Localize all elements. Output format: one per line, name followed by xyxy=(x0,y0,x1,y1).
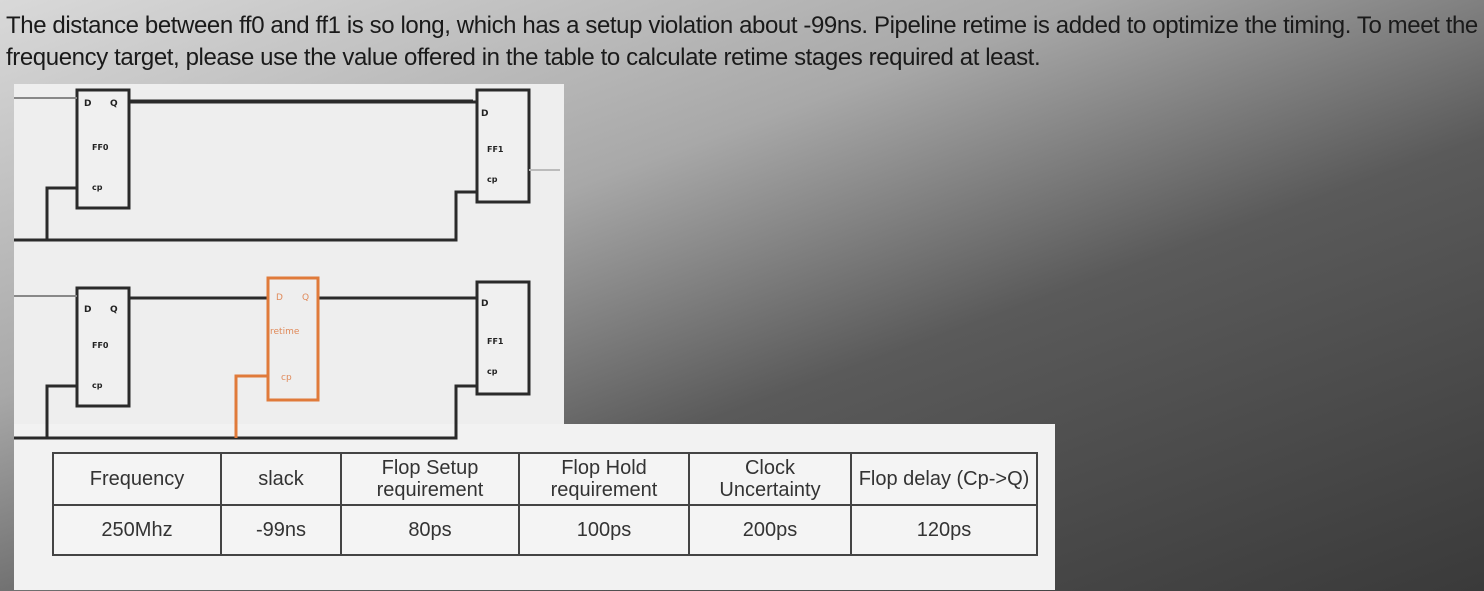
ff1-top-d: D xyxy=(481,109,488,119)
ff1-bottom-cp: cp xyxy=(487,367,498,376)
value-hold: 100ps xyxy=(518,504,690,556)
ff0-top-name: FF0 xyxy=(92,143,109,152)
ff0-bottom-q: Q xyxy=(110,305,118,315)
header-setup: Flop Setup requirement xyxy=(340,452,520,506)
header-flop-delay: Flop delay (Cp->Q) xyxy=(850,452,1038,506)
value-slack: -99ns xyxy=(220,504,342,556)
ff0-bottom-box xyxy=(75,286,131,408)
ff0-top-q: Q xyxy=(110,99,118,109)
value-frequency: 250Mhz xyxy=(52,504,222,556)
ff0-bottom-name: FF0 xyxy=(92,341,109,350)
ff1-bottom-box xyxy=(475,280,531,396)
value-uncertainty: 200ps xyxy=(688,504,852,556)
header-uncertainty: Clock Uncertainty xyxy=(688,452,852,506)
retime-q: Q xyxy=(302,293,309,303)
ff0-top-d: D xyxy=(84,99,91,109)
value-flop-delay: 120ps xyxy=(850,504,1038,556)
value-setup: 80ps xyxy=(340,504,520,556)
retime-d: D xyxy=(276,293,283,303)
ff1-top-box xyxy=(475,88,531,204)
question-text: The distance between ff0 and ff1 is so l… xyxy=(6,12,1478,71)
retime-name: retime xyxy=(270,327,300,337)
ff0-bottom-d: D xyxy=(84,305,91,315)
ff1-top-cp: cp xyxy=(487,175,498,184)
bottom-data-wire xyxy=(129,296,479,306)
ff1-bottom-d: D xyxy=(481,299,488,309)
ff0-top-cp: cp xyxy=(92,183,103,192)
timing-table: Frequency slack Flop Setup requirement F… xyxy=(52,452,1038,556)
top-data-wire xyxy=(129,100,479,110)
ff1-top-name: FF1 xyxy=(487,145,504,154)
header-hold: Flop Hold requirement xyxy=(518,452,690,506)
retime-cp: cp xyxy=(281,373,292,383)
retime-clock-wire xyxy=(234,374,268,438)
retime-flop-box xyxy=(266,276,320,402)
ff0-bottom-cp: cp xyxy=(92,381,103,390)
ff0-top-box xyxy=(75,88,131,210)
header-frequency: Frequency xyxy=(52,452,222,506)
header-slack: slack xyxy=(220,452,342,506)
table-value-row: 250Mhz -99ns 80ps 100ps 200ps 120ps xyxy=(52,504,1038,556)
bottom-clock-wire xyxy=(45,384,477,440)
table-header-row: Frequency slack Flop Setup requirement F… xyxy=(52,452,1038,506)
ff1-bottom-name: FF1 xyxy=(487,337,504,346)
top-clock-wire xyxy=(45,186,477,242)
